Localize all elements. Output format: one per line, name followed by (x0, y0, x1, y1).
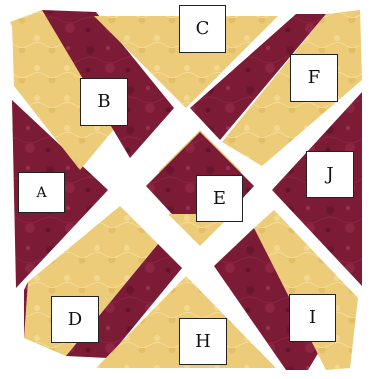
piece-h-label: H (179, 318, 227, 365)
piece-b-label: B (80, 78, 128, 126)
piece-a-label: A (18, 172, 65, 213)
piece-c-label: C (179, 5, 226, 53)
piece-i-label: I (289, 294, 336, 342)
piece-e-label: E (196, 175, 243, 222)
piece-j-label: J (306, 151, 354, 198)
piece-f-label: F (290, 54, 338, 102)
piece-d-label: D (51, 296, 99, 343)
